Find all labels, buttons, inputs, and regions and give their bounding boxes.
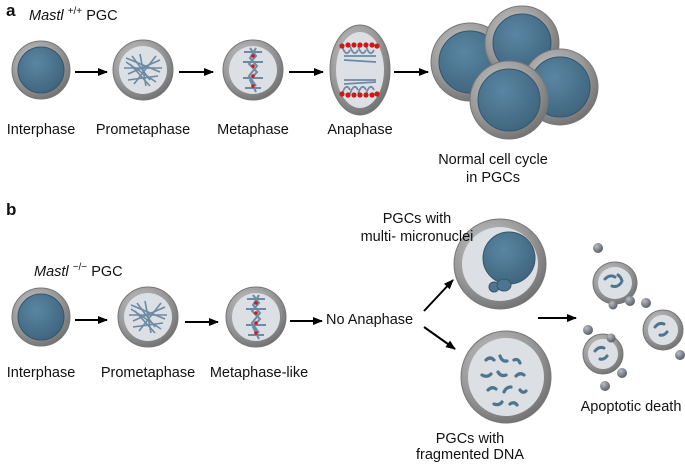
apoptotic-death-label: Apoptotic death — [580, 399, 682, 415]
interphase-cell-icon — [11, 287, 71, 347]
gene-name: Mastl — [29, 8, 64, 24]
fragmented-dna-cell-icon — [460, 330, 552, 424]
prometaphase-cell-icon — [117, 286, 179, 348]
metaphase-cell-icon — [222, 39, 284, 101]
outcome-label-line2: in PGCs — [466, 170, 520, 186]
micronuclei-label-line1: PGCs with — [382, 211, 452, 227]
apoptotic-bodies-icon — [582, 243, 685, 391]
genotype-suffix: PGC — [91, 264, 123, 280]
metaphase-cell-icon — [225, 286, 287, 348]
micronuclei-label-line2: multi- micronuclei — [360, 229, 474, 245]
interphase-cell-icon — [11, 40, 71, 100]
stage-label-interphase: Interphase — [6, 122, 76, 138]
genotype-label-b: Mastl −/− PGC — [34, 262, 123, 280]
panel-b-label: b — [6, 200, 17, 219]
gene-name: Mastl — [34, 264, 69, 280]
arrow-icon — [423, 326, 456, 350]
dividing-cells-icon — [430, 5, 599, 140]
stage-label-prometaphase: Prometaphase — [95, 122, 191, 138]
fragmented-label-line1: PGCs with — [435, 431, 505, 447]
stage-label-metaphase-like: Metaphase-like — [209, 365, 309, 381]
stage-label-interphase: Interphase — [6, 365, 76, 381]
anaphase-cell-icon — [329, 24, 391, 116]
stage-label-prometaphase: Prometaphase — [100, 365, 196, 381]
panel-a-label: a — [6, 1, 16, 20]
genotype-label-a: Mastl +/+ PGC — [29, 6, 118, 24]
outcome-label-line1: Normal cell cycle — [438, 152, 548, 168]
genotype-suffix: PGC — [86, 8, 118, 24]
genotype-superscript: −/− — [72, 262, 88, 273]
no-anaphase-label: No Anaphase — [326, 312, 414, 328]
stage-label-anaphase: Anaphase — [327, 122, 393, 138]
fragmented-label-line2: fragmented DNA — [416, 447, 524, 463]
stage-label-metaphase: Metaphase — [217, 122, 289, 138]
prometaphase-cell-icon — [112, 39, 174, 101]
arrow-icon — [423, 279, 454, 312]
micronuclei-cell-icon — [453, 218, 547, 310]
genotype-superscript: +/+ — [67, 6, 83, 17]
